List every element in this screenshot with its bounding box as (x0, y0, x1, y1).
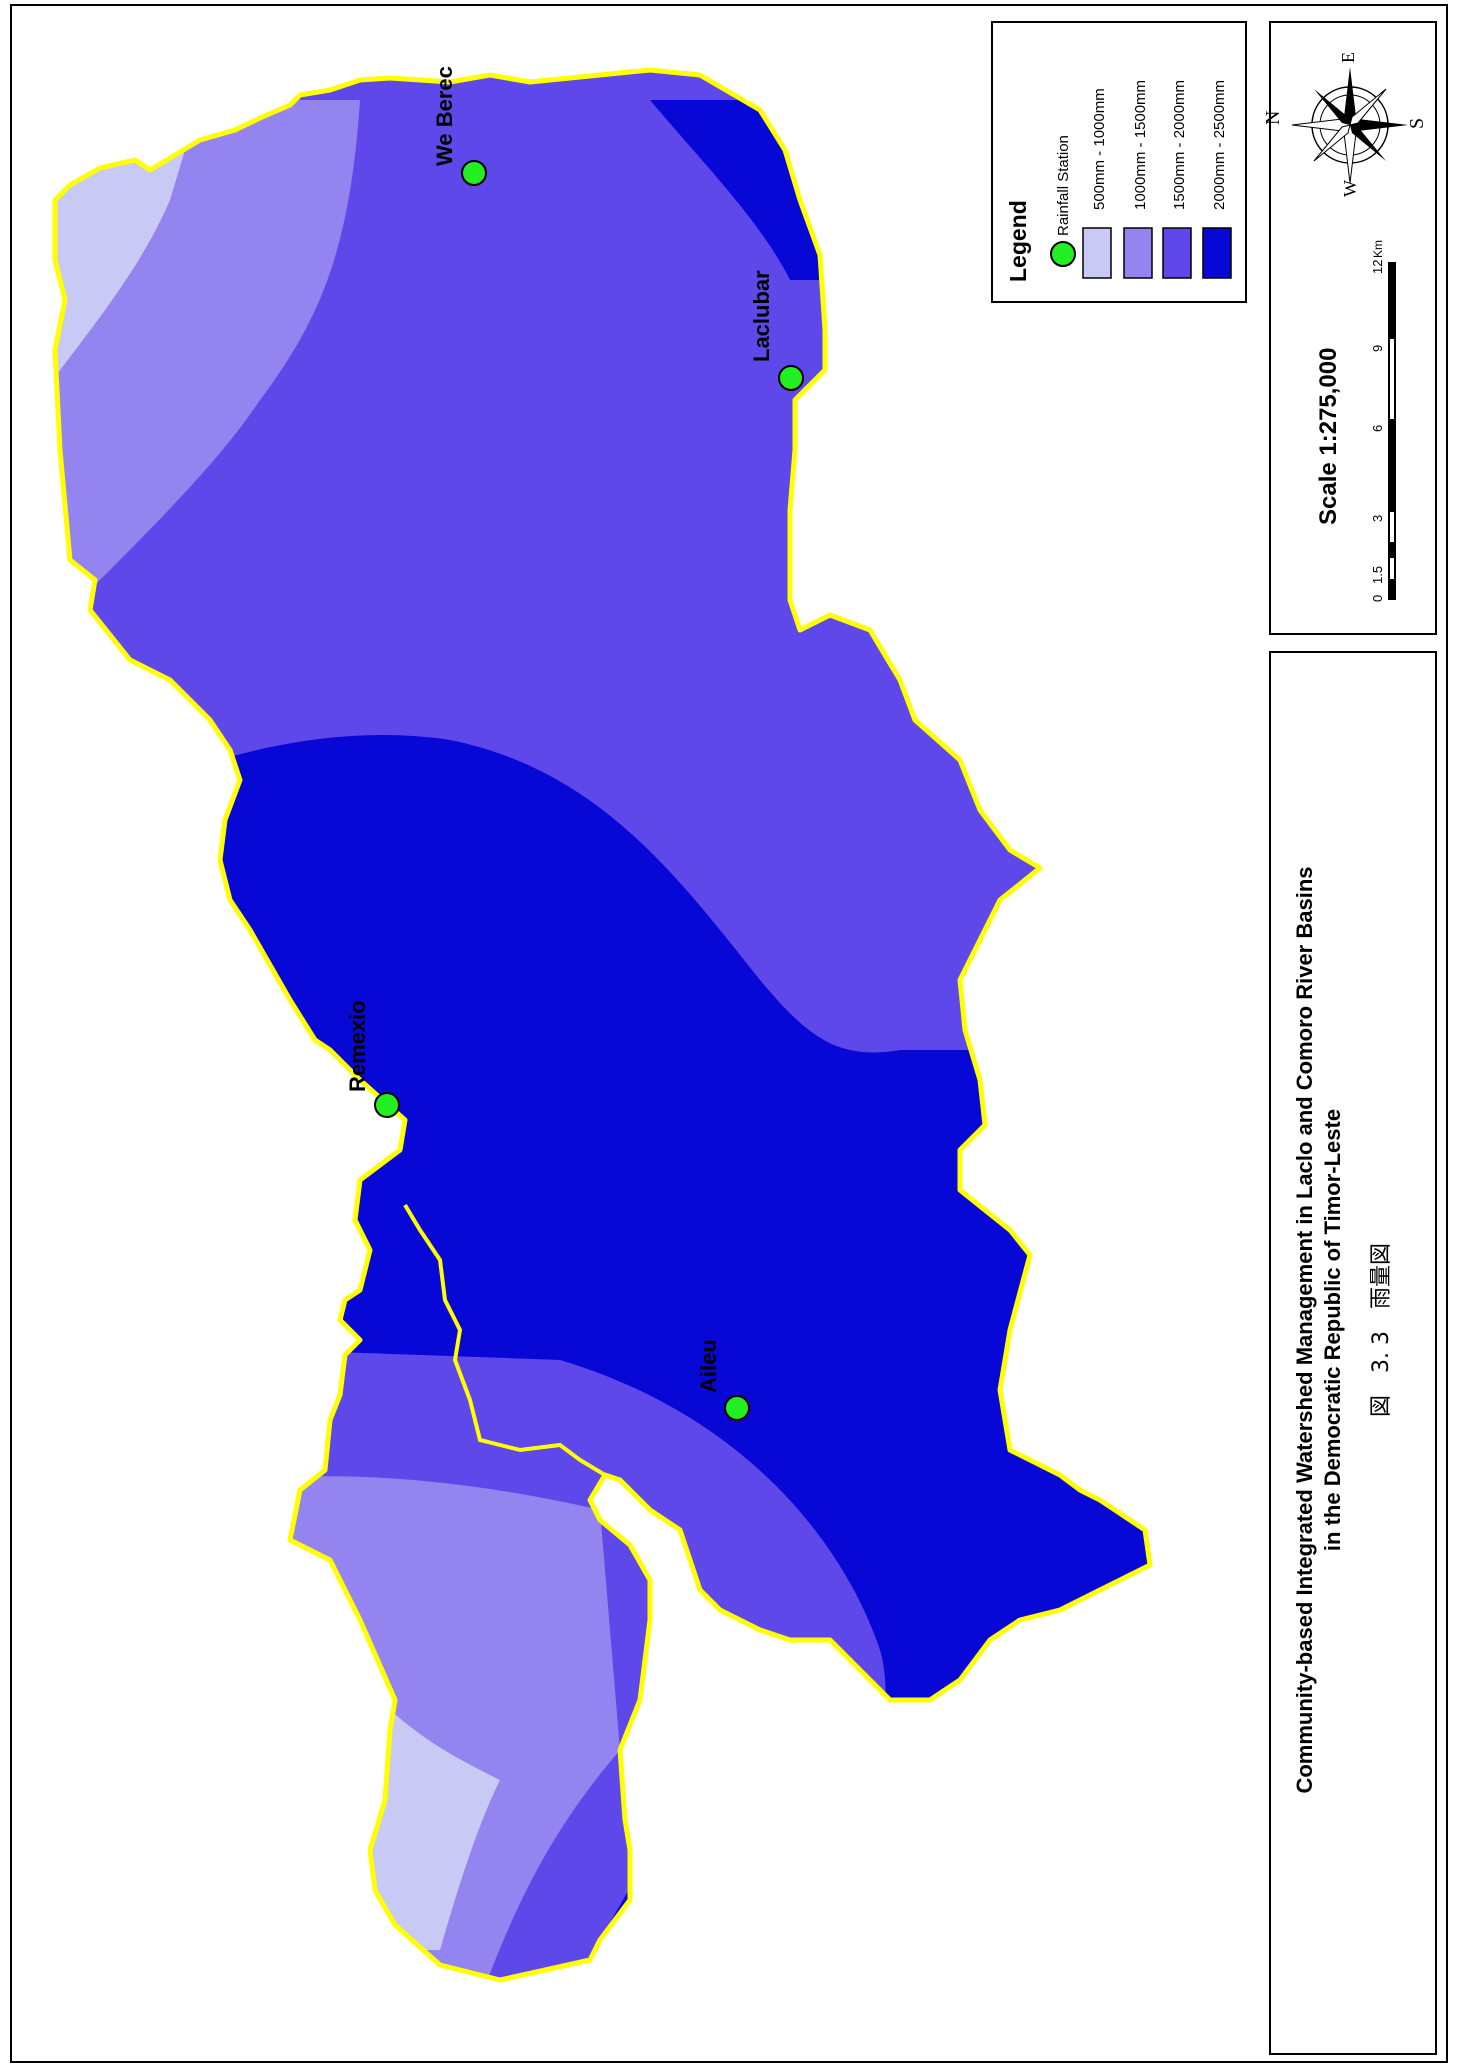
station-label: Aileu (696, 1339, 721, 1393)
title-frame (1269, 651, 1437, 2055)
scale-tick-6: 6 (1370, 425, 1385, 432)
zone-500-1000-northwest (55, 150, 185, 400)
compass-east: E (1338, 52, 1358, 63)
scale-tick-3: 3 (1370, 515, 1385, 522)
legend-label-station: Rainfall Station (1055, 135, 1072, 236)
station-remexio[interactable]: Remexio (345, 1000, 400, 1118)
map-frame (10, 4, 1448, 2063)
legend-swatch-1000-1500 (1123, 227, 1153, 279)
figure-caption: 図 3. 3 雨量図 (1369, 1243, 1394, 1417)
legend-swatch-1500-2000 (1162, 227, 1192, 279)
scale-compass-box: N E S W Scale 1:275,000 0 1.5 3 6 9 12 K… (1262, 21, 1437, 635)
scale-bar: 0 1.5 3 6 9 12 Km (1370, 240, 1396, 602)
sub-basin-divide (403, 1203, 607, 1477)
legend-label-1500-2000: 1500mm - 2000mm (1171, 80, 1188, 210)
scale-tick-1-5: 1.5 (1370, 566, 1385, 584)
title-line-1: Community-based Integrated Watershed Man… (1292, 866, 1317, 1793)
legend-label-1000-1500: 1000mm - 1500mm (1132, 80, 1149, 210)
rainfall-station-marker[interactable] (724, 1395, 750, 1421)
title-box: Community-based Integrated Watershed Man… (1269, 651, 1437, 2055)
legend-label-500-1000: 500mm - 1000mm (1091, 88, 1108, 210)
compass-rose-icon: N E S W (1262, 52, 1428, 197)
rainfall-station-marker[interactable] (778, 365, 804, 391)
station-label: We Berec (432, 66, 457, 166)
scale-tick-9: 9 (1370, 345, 1385, 352)
scale-label: Scale 1:275,000 (1315, 348, 1342, 525)
station-label: Remexio (345, 1000, 370, 1092)
title-line-2: in the Democratic Republic of Timor-Lest… (1320, 1109, 1345, 1551)
legend-station-swatch (1050, 241, 1076, 267)
legend-swatch-500-1000 (1082, 227, 1112, 279)
compass-west: W (1340, 180, 1360, 197)
legend-swatch-2000-2500 (1202, 227, 1232, 279)
station-aileu[interactable]: Aileu (696, 1339, 750, 1421)
scale-tick-0: 0 (1370, 595, 1385, 602)
compass-north: N (1262, 111, 1284, 125)
rainfall-station-marker[interactable] (374, 1092, 400, 1118)
scale-unit: Km (1371, 240, 1385, 258)
basin-boundary (52, 67, 1153, 1983)
scale-tick-12: 12 (1370, 260, 1385, 274)
legend-heading: Legend (1005, 200, 1031, 282)
legend-label-2000-2500: 2000mm - 2500mm (1211, 80, 1228, 210)
legend: Legend Rainfall Station 500mm - 1000mm 1… (991, 21, 1247, 303)
station-label: Laclubar (749, 270, 774, 362)
station-we-berec[interactable]: We Berec (432, 66, 487, 186)
rainfall-station-marker[interactable] (461, 160, 487, 186)
station-laclubar[interactable]: Laclubar (749, 270, 804, 391)
compass-south: S (1406, 118, 1428, 129)
